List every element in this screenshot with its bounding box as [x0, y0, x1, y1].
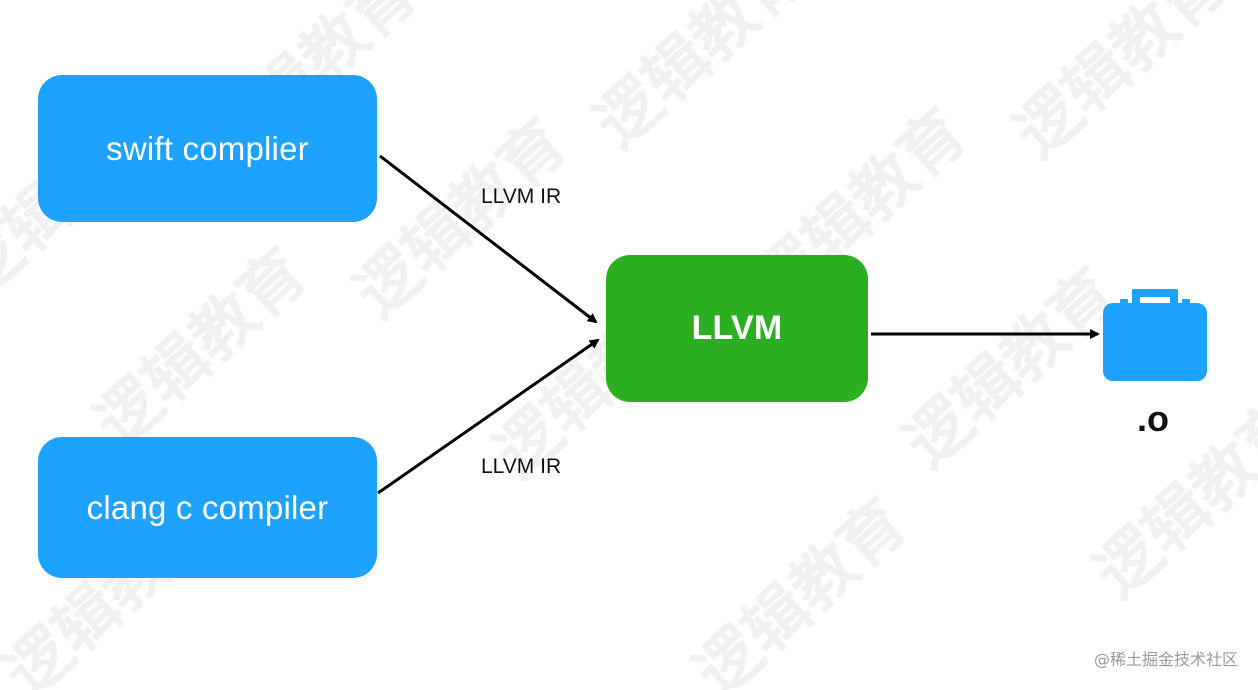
swift-compiler-label: swift complier	[106, 129, 309, 167]
llvm-node: LLVM	[606, 255, 868, 402]
source-credit: @稀土掘金技术社区	[1093, 650, 1238, 669]
object-file-label: .o	[1137, 398, 1169, 439]
edge-label-bottom: LLVM IR	[481, 455, 562, 478]
clang-compiler-node: clang c compiler	[38, 437, 377, 578]
arrow-clang-to-llvm	[377, 338, 600, 495]
clang-compiler-label: clang c compiler	[86, 488, 329, 526]
briefcase-icon	[1103, 289, 1207, 381]
arrow-swift-to-llvm	[379, 154, 598, 324]
swift-compiler-node: swift complier	[38, 75, 377, 222]
edge-label-top: LLVM IR	[481, 185, 562, 208]
llvm-label: LLVM	[691, 309, 783, 347]
